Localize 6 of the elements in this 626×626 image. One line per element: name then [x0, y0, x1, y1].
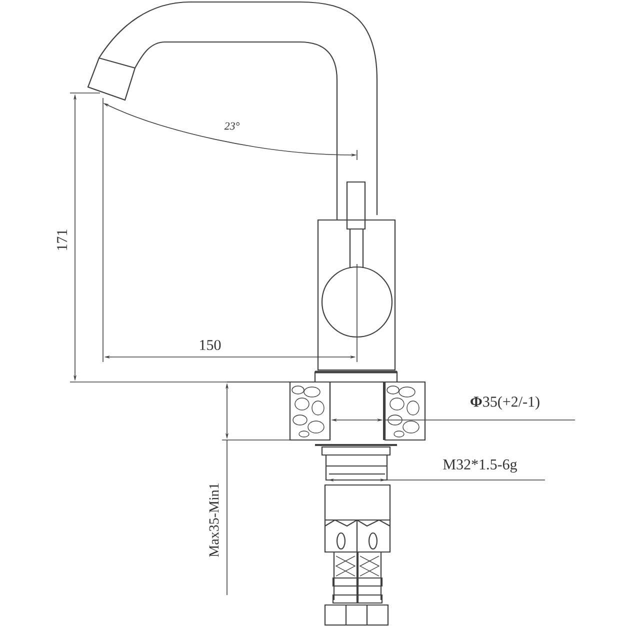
dimension-label: M32*1.5-6g: [443, 459, 517, 473]
dimension-label: Max35-Min1: [209, 484, 219, 557]
dimension-label: 150: [200, 340, 221, 350]
dimension-label: 23°: [224, 122, 240, 130]
dimension-label: 171: [57, 230, 67, 250]
dimension-label: Φ35(+2/-1): [470, 396, 540, 410]
